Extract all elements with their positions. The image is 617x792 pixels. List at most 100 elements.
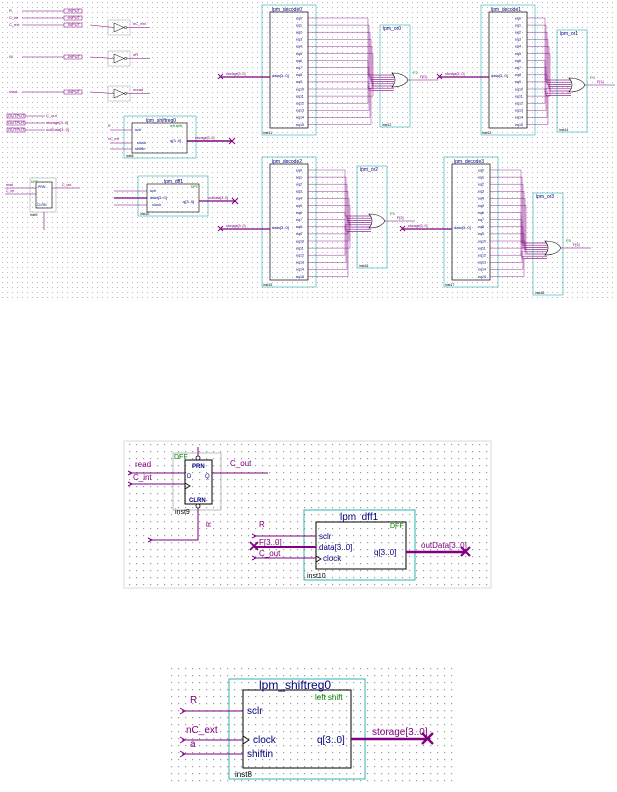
dff-q-label: Q: [205, 474, 210, 480]
clrn-bubble-icon: [195, 503, 201, 509]
port-eq: eq11: [296, 246, 304, 250]
port-clock: clock: [253, 735, 277, 746]
or-block[interactable]: lpm_or0 inst12 F[0]F2: [379, 24, 438, 128]
or-pin-label: F3: [590, 75, 595, 80]
block-inst: inst12: [382, 123, 391, 127]
port-eq: eq10: [478, 239, 486, 243]
block-mode: left shift: [170, 124, 182, 128]
port-eq: eq10: [296, 239, 304, 243]
io-pin-dir: OUTPUT: [8, 113, 25, 118]
dff-d-label: D: [187, 474, 192, 480]
shiftreg-wires: [179, 707, 434, 758]
lpm-dff-block[interactable]: lpm_dff1 DFF sclr data[3..0] clock q[3..…: [303, 509, 416, 581]
port-eq: eq6: [296, 59, 302, 63]
dff-zoom-panel: DFF PRN D Q CLRN inst9 read C_int C_out …: [123, 440, 492, 589]
prn-bubble-icon: [195, 455, 201, 461]
svg-text:CLRN: CLRN: [37, 203, 47, 207]
not-gate[interactable]: nR: [89, 50, 150, 67]
io-pin-dir: INPUT: [68, 15, 81, 20]
block-title: lpm_or2: [360, 167, 378, 173]
port-eq: eq9: [478, 232, 484, 236]
io-pin[interactable]: R INPUT: [9, 8, 83, 14]
bus-end-x-icon: [421, 732, 434, 745]
svg-text:clock: clock: [137, 140, 146, 145]
io-pin[interactable]: W INPUT: [9, 54, 83, 60]
svg-text:DFF: DFF: [31, 180, 38, 184]
block-inst: inst10: [140, 212, 149, 216]
lpm-shiftreg-block[interactable]: lpm_shiftreg0 left shift sclr clock shif…: [228, 678, 366, 780]
dff-primitive[interactable]: DFF PRN D Q CLRN inst9: [172, 452, 222, 516]
or-output-label: F[0]: [420, 75, 427, 79]
port-eq: eq2: [515, 31, 521, 35]
port-eq: eq5: [515, 52, 521, 56]
io-pin[interactable]: C_int INPUT: [9, 15, 83, 21]
mini-lpm-dff[interactable]: lpm_dff1 DFF sclr data[3..0] clock q[3..…: [114, 175, 239, 217]
wire-label-data: F[3..0]: [259, 538, 282, 547]
decode-block[interactable]: lpm_decode1inst13data[3..0]storage[3..0]…: [436, 4, 571, 136]
block-input-label: storage[3..0]: [226, 224, 245, 228]
port-eq: eq6: [515, 59, 521, 63]
port-eq: eq11: [515, 94, 523, 98]
svg-text:shiftin: shiftin: [135, 146, 145, 151]
io-pin-list: R INPUT C_int INPUT C_ext INPUT W: [6, 8, 83, 133]
port-data: data[3..0]: [272, 225, 289, 230]
mini-dff[interactable]: DFF PRN CLRN inst9 read C_int C_out: [5, 177, 80, 230]
port-eq: eq3: [515, 38, 521, 42]
dff-prn-label: PRN: [192, 464, 205, 470]
port-eq: eq15: [515, 123, 523, 127]
block-title: lpm_decode3: [454, 159, 484, 165]
port-eq: eq12: [296, 254, 304, 258]
block-inst: inst11: [263, 131, 272, 135]
port-eq: eq12: [296, 102, 304, 106]
block-title: lpm_decode1: [491, 7, 521, 13]
io-pin[interactable]: OUTPUT C_out: [6, 113, 58, 119]
port-eq: eq9: [296, 232, 302, 236]
port-sclr: sclr: [319, 532, 332, 541]
or-gate-icon: [544, 240, 562, 256]
io-pin[interactable]: read INPUT: [9, 89, 83, 95]
port-eq: eq7: [478, 218, 484, 222]
clock-triangle-icon: [242, 735, 250, 745]
mini-shiftreg[interactable]: lpm_shiftreg0 left shift inst8 sclr cloc…: [108, 115, 236, 159]
bus-end-x-icon: [436, 73, 443, 80]
block-title: lpm_or0: [383, 26, 401, 32]
port-eq: eq7: [515, 66, 521, 70]
io-pin-dir: OUTPUT: [8, 127, 25, 132]
not-gate[interactable]: nC_ext: [89, 19, 150, 36]
block-kind: DFF: [390, 523, 404, 530]
port-eq: eq11: [296, 94, 304, 98]
decode-block[interactable]: lpm_decode2inst15data[3..0]storage[3..0]…: [217, 156, 371, 288]
port-data: data[3..0]: [454, 225, 471, 230]
block-inst: inst17: [445, 283, 454, 287]
io-pin-name: C_out: [46, 113, 58, 118]
svg-text:q[3..0]: q[3..0]: [183, 199, 194, 204]
io-pin[interactable]: C_ext INPUT: [9, 22, 83, 28]
not-gates: nC_ext nR nread: [89, 19, 150, 102]
wire-label-shiftin: a: [190, 739, 196, 750]
block-inst: inst8: [235, 770, 252, 779]
io-pin[interactable]: OUTPUT outData[3..0]: [6, 127, 69, 133]
port-eq: eq12: [478, 254, 486, 258]
decode-block[interactable]: lpm_decode3inst17data[3..0]storage[3..0]…: [399, 156, 547, 288]
clock-triangle-icon: [315, 555, 322, 563]
io-pin[interactable]: OUTPUT storage[3..0]: [6, 120, 68, 126]
io-pin-name: outData[3..0]: [46, 127, 69, 132]
or-pin-label: F2: [413, 70, 418, 75]
decode-block[interactable]: lpm_decode0inst11data[3..0]storage[3..0]…: [217, 4, 394, 136]
wire-label-clk: nC_ext: [186, 725, 218, 736]
port-eq: eq13: [296, 109, 304, 113]
io-pin-name: read: [9, 89, 17, 94]
port-eq: eq8: [296, 225, 302, 229]
port-eq: eq7: [296, 218, 302, 222]
not-gate[interactable]: nread: [89, 85, 150, 102]
port-clock: clock: [323, 554, 342, 563]
port-eq: eq4: [515, 45, 521, 49]
block-title: lpm_shiftreg0: [259, 678, 331, 692]
io-pin-dir: OUTPUT: [8, 120, 25, 125]
port-eq: eq6: [296, 211, 302, 215]
port-eq: eq3: [296, 190, 302, 194]
not-output-label: nR: [133, 52, 138, 57]
